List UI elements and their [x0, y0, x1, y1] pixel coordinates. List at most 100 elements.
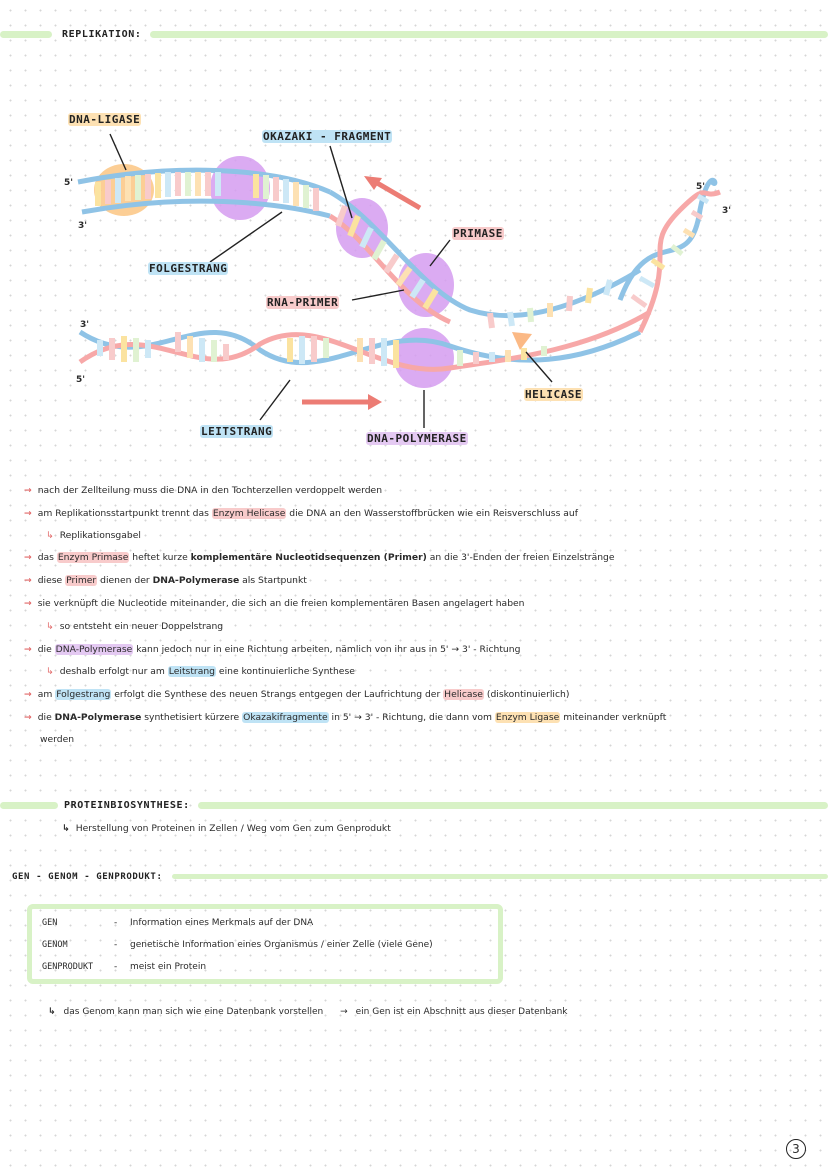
sub-note-6-post: eine kontinuierliche Synthese: [218, 666, 355, 677]
note-8: →die DNA-Polymerase synthetisiert kürzer…: [24, 711, 666, 725]
note-8-pre: die: [37, 712, 52, 723]
pointer-okazaki: [329, 145, 353, 219]
note-8-highlight: Okazakifragmente: [242, 712, 329, 723]
note-3-pre: das: [37, 552, 54, 563]
leading-backbone-a: [78, 329, 642, 366]
sub-note-6-pre: deshalb erfolgt nur am: [59, 666, 165, 677]
note-4-highlight: Primer: [65, 575, 98, 586]
note-2-post: die DNA an den Wasserstoffbrücken wie ei…: [289, 508, 578, 519]
leading-backbone-b: [78, 309, 652, 372]
note-6: → die DNA-Polymerase kann jedoch nur in e…: [24, 643, 520, 657]
end-label-bottom-left-3: 3': [80, 320, 90, 330]
note-8-continuation: werden: [40, 734, 75, 745]
note-7: → am Folgestrang erfolgt die Synthese des…: [24, 688, 569, 702]
header-highlight-right: [150, 31, 828, 38]
leitstrang-polymerase-blob: [394, 328, 454, 388]
note-7-highlight: Folgestrang: [55, 689, 112, 700]
lagging-base-pairs: [95, 172, 319, 211]
note-3-highlight: Enzym Primase: [56, 552, 130, 563]
note-6-pre: die: [37, 644, 52, 655]
pointer-dna-ligase: [109, 133, 127, 171]
sub-note-2-text: Replikationsgabel: [59, 530, 141, 541]
arrow-icon: →: [24, 485, 32, 496]
def-row-gen: GEN - Information eines Merkmals auf der D…: [42, 918, 313, 928]
note-8-mid: synthetisiert kürzere: [144, 712, 240, 723]
note-3: → das Enzym Primase heftet kurze kompleme…: [24, 551, 615, 565]
note-7-mid: erfolgt die Synthese des neuen Strangs e…: [114, 689, 441, 700]
parent-helix-b: [637, 189, 721, 334]
label-dna-polymerase: DNA-POLYMERASE: [366, 432, 468, 445]
note-3-bold: komplementäre Nucleotidsequenzen (Primer…: [190, 552, 427, 563]
def-text: Information eines Merkmals auf der DNA: [130, 918, 314, 928]
sub-arrow-icon: ↳: [46, 666, 54, 677]
label-dna-ligase: DNA-LIGASE: [68, 113, 142, 126]
arrow-icon: →: [24, 552, 32, 563]
protein-highlight-left: [0, 802, 58, 809]
genom-footer: ↳das Genom kann man sich wie eine Datenb…: [48, 1007, 568, 1017]
page-number: 3: [786, 1139, 806, 1159]
lagging-backbone-a: [77, 167, 331, 195]
note-8-post: miteinander verknüpft: [563, 712, 667, 723]
label-okazaki-fragment: OKAZAKI - FRAGMENT: [262, 130, 393, 143]
definitions-box: [27, 904, 503, 984]
note-3-mid: heftet kurze: [132, 552, 188, 563]
template-upper-bases: [335, 205, 613, 329]
arrow-icon: →: [24, 644, 32, 655]
hook-arrow-icon: ↳: [62, 823, 70, 834]
end-label-top-left-3: 3': [78, 221, 88, 231]
hook-arrow-icon: ↳: [48, 1007, 56, 1017]
def-text: meist ein Protein: [130, 962, 207, 972]
pointer-helicase: [525, 351, 553, 383]
note-8-mid-2: in 5' → 3' - Richtung, die dann vom: [331, 712, 492, 723]
def-row-genom: GENOM-genetische Information eines Organ…: [42, 940, 433, 950]
note-8-bold: DNA-Polymerase: [54, 712, 142, 723]
def-text: genetische Information eines Organismus …: [130, 940, 433, 950]
note-4-pre: diese: [37, 575, 63, 586]
label-helicase: HELICASE: [524, 388, 583, 401]
note-3-post: an die 3'-Enden der freien Einzelstränge: [429, 552, 615, 563]
note-6-highlight: DNA-Polymerase: [54, 644, 134, 655]
gen-highlight-right: [172, 874, 828, 879]
note-1-text: nach der Zellteilung muss die DNA in den…: [37, 485, 383, 496]
note-6-post: kann jedoch nur in eine Richtung arbeite…: [136, 644, 521, 655]
note-1: → nach der Zellteilung muss die DNA in de…: [24, 484, 382, 498]
note-5-text: sie verknüpft die Nucleotide miteinander…: [37, 598, 525, 609]
genom-footer-b: ein Gen ist ein Abschnitt aus dieser Dat…: [355, 1007, 568, 1017]
section-title-gen: GEN - GENOM - GENPRODUKT:: [12, 872, 163, 882]
pointer-primase: [429, 239, 451, 267]
def-dash: -: [114, 918, 118, 928]
arrow-icon: →: [24, 689, 32, 700]
def-term: GENOM: [42, 940, 68, 950]
note-5: → sie verknüpft die Nucleotide miteinande…: [24, 597, 525, 611]
leading-base-pairs: [97, 332, 547, 368]
sub-arrow-icon: ↳: [46, 621, 54, 632]
note-4: →diese Primer dienen der DNA-Polymerase …: [24, 574, 307, 588]
end-label-bottom-left-5: 5': [76, 375, 86, 385]
def-dash: -: [114, 962, 118, 972]
arrow-icon: →: [24, 575, 32, 586]
lagging-backbone-b: [81, 198, 331, 219]
helicase-wedge: [512, 332, 532, 350]
pointer-folgestrang: [209, 211, 283, 263]
note-4-mid: dienen der: [100, 575, 150, 586]
note-2-highlight: Enzym Helicase: [211, 508, 287, 519]
note-8-highlight-2: Enzym Ligase: [494, 712, 561, 723]
note-7-pre: am: [37, 689, 53, 700]
end-label-right-5: 5': [696, 182, 706, 192]
parent-helix-a: [617, 177, 718, 301]
def-term: GEN: [42, 918, 58, 928]
sub-note-5-text: so entsteht ein neuer Doppelstrang: [59, 621, 224, 632]
note-2-pre: am Replikationsstartpunkt trennt das: [37, 508, 209, 519]
note-2: → am Replikationsstartpunkt trennt das En…: [24, 507, 578, 521]
end-label-top-left-5: 5': [64, 178, 74, 188]
lagging-direction-arrow: [370, 177, 422, 211]
sub-arrow-icon: ↳: [46, 530, 54, 541]
sub-note-6-highlight: Leitstrang: [167, 666, 216, 677]
arrow-icon: →: [24, 508, 32, 519]
sub-note-5: ↳ so entsteht ein neuer Doppelstrang: [46, 620, 223, 634]
section-title-protein: PROTEINBIOSYNTHESE:: [64, 800, 190, 811]
note-4-bold: DNA-Polymerase: [152, 575, 240, 586]
protein-subline: ↳Herstellung von Proteinen in Zellen / W…: [62, 823, 391, 834]
arrow-icon: →: [24, 598, 32, 609]
sub-note-2: ↳ Replikationsgabel: [46, 529, 141, 543]
